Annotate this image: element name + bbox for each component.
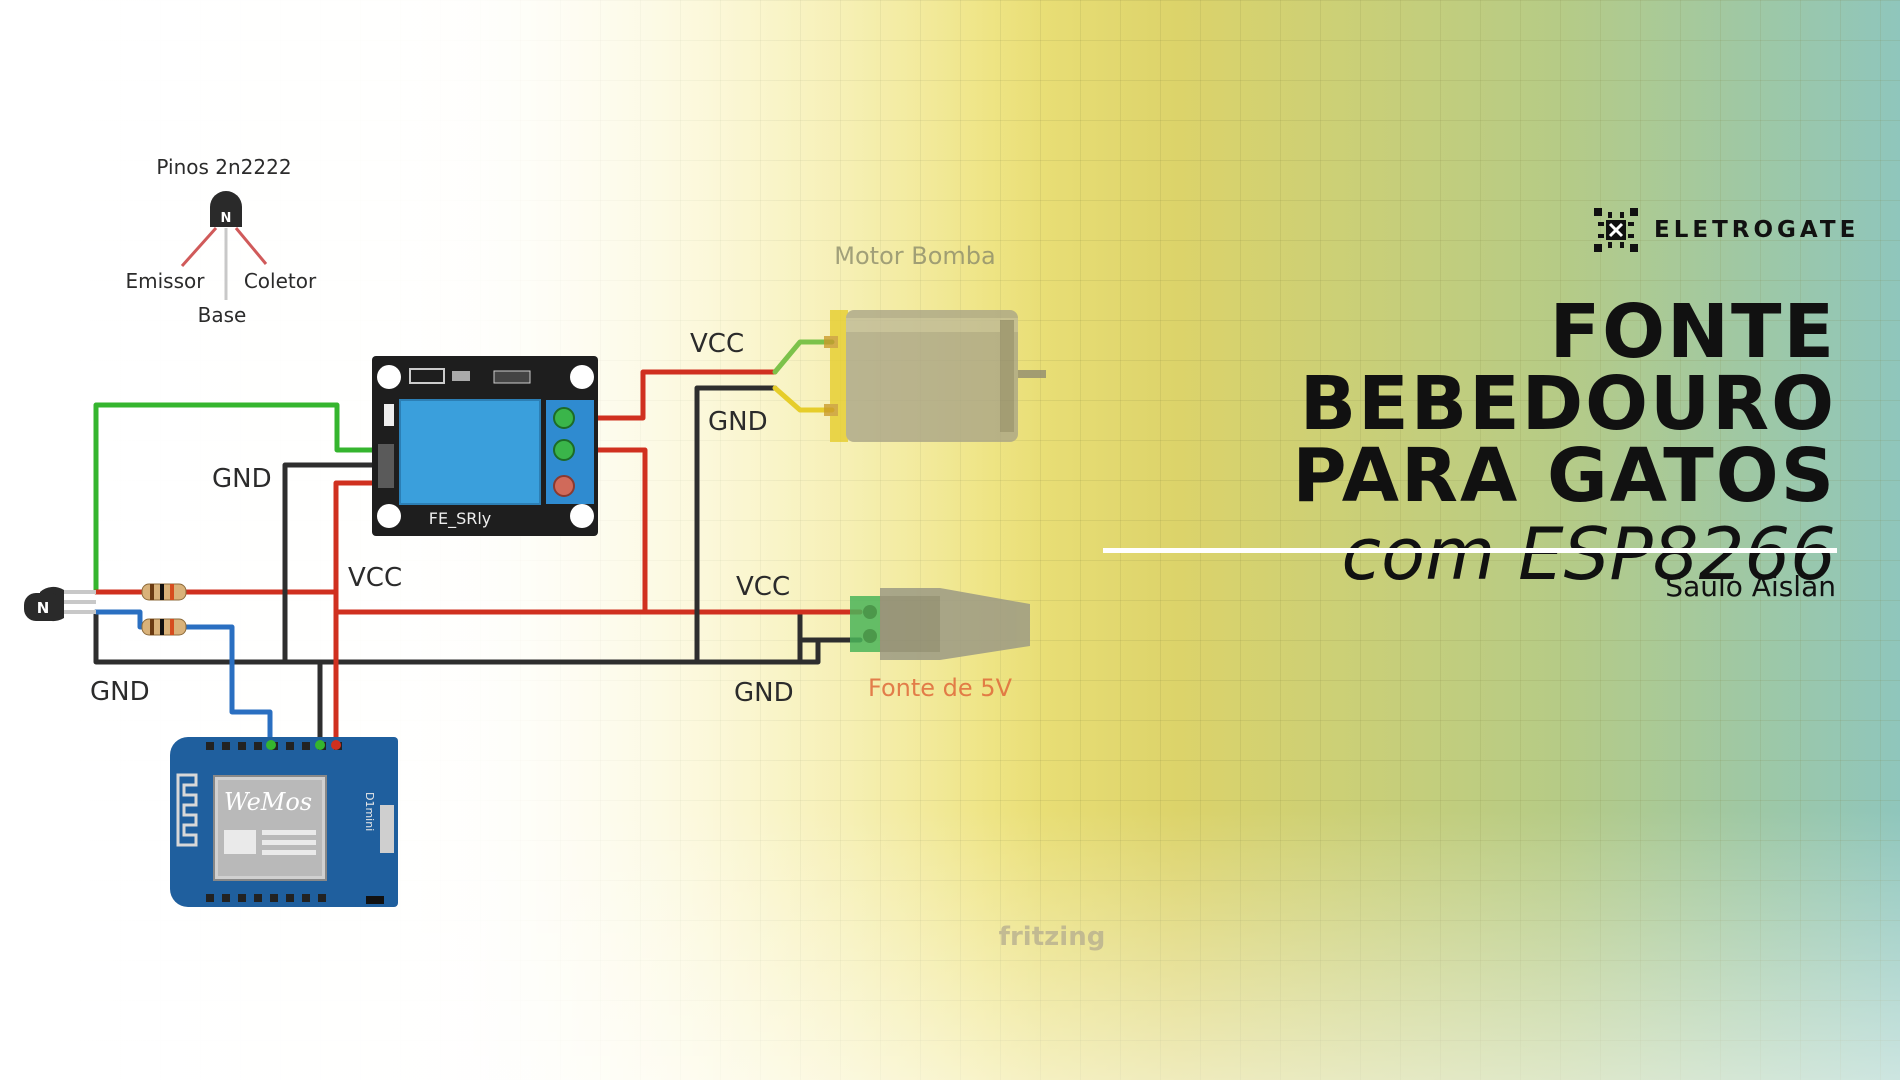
label-vcc-supply: VCC	[736, 572, 790, 602]
title-line-1: FONTE BEBEDOURO	[1299, 289, 1836, 447]
base-label: Base	[198, 303, 247, 327]
motor-label: Motor Bomba	[834, 242, 995, 270]
resistor-2	[141, 618, 187, 636]
emitter-leg	[180, 226, 218, 268]
wire-signal-green	[93, 402, 381, 595]
wire-base-blue	[93, 609, 273, 748]
collector-label: Coletor	[244, 269, 317, 293]
label-vcc-motor: VCC	[690, 329, 744, 359]
title-line-3: com ESP8266	[1341, 512, 1836, 596]
relay-module: FE_SRly	[372, 356, 598, 536]
brand-name: ELETROGATE	[1654, 217, 1860, 243]
wemos-model-text: D1mini	[363, 792, 376, 831]
net-labels: VCC GND GND VCC VCC GND GND	[90, 329, 794, 708]
title-block: FONTE BEBEDOURO PARA GATOS com ESP8266	[1016, 289, 1836, 596]
wire-relay-vcc	[333, 480, 381, 748]
power-jack: Fonte de 5V	[850, 588, 1030, 702]
title-line-2: PARA GATOS	[1292, 433, 1836, 519]
relay-label: FE_SRly	[429, 509, 492, 529]
transistor-legend-mark: N	[221, 211, 232, 226]
wire-relay-gnd	[282, 462, 381, 665]
wemos-d1-mini-board: WeMos D1mini	[170, 737, 398, 907]
wires	[93, 339, 863, 748]
transistor-legend-body	[210, 191, 242, 227]
emitter-label: Emissor	[126, 269, 206, 293]
supply-label: Fonte de 5V	[868, 674, 1013, 702]
chip-logo-icon	[1594, 208, 1638, 252]
motor-pump: Motor Bomba	[824, 242, 1046, 442]
brand-header: ELETROGATE	[1592, 206, 1859, 254]
transistor-pinout-title: Pinos 2n2222	[156, 155, 291, 179]
label-gnd-supply: GND	[734, 678, 794, 708]
label-gnd-left: GND	[90, 677, 150, 707]
wire-supply-gnd-link	[797, 637, 821, 665]
author-name: Saulo Aislan	[1665, 570, 1836, 603]
wemos-logo-text: WeMos	[224, 788, 312, 816]
label-gnd-motor: GND	[708, 407, 768, 437]
transistor-pinout-legend: Pinos 2n2222 N Emissor Coletor Base	[126, 155, 317, 327]
collector-leg	[234, 227, 268, 265]
wire-motor-green-lead	[772, 339, 835, 375]
resistor-1	[141, 583, 187, 601]
wire-motor-yellow-lead	[772, 385, 835, 413]
wire-ground-black	[93, 609, 803, 665]
title-divider	[1103, 548, 1837, 553]
fritzing-watermark: fritzing	[999, 922, 1106, 952]
wire-motor-vcc-red	[560, 369, 778, 421]
wire-motor-gnd-black	[694, 385, 778, 665]
label-gnd-relay: GND	[212, 464, 272, 494]
label-vcc-relay: VCC	[348, 563, 402, 593]
transistor-mark: N	[37, 599, 50, 617]
transistor-component: N	[24, 586, 96, 622]
